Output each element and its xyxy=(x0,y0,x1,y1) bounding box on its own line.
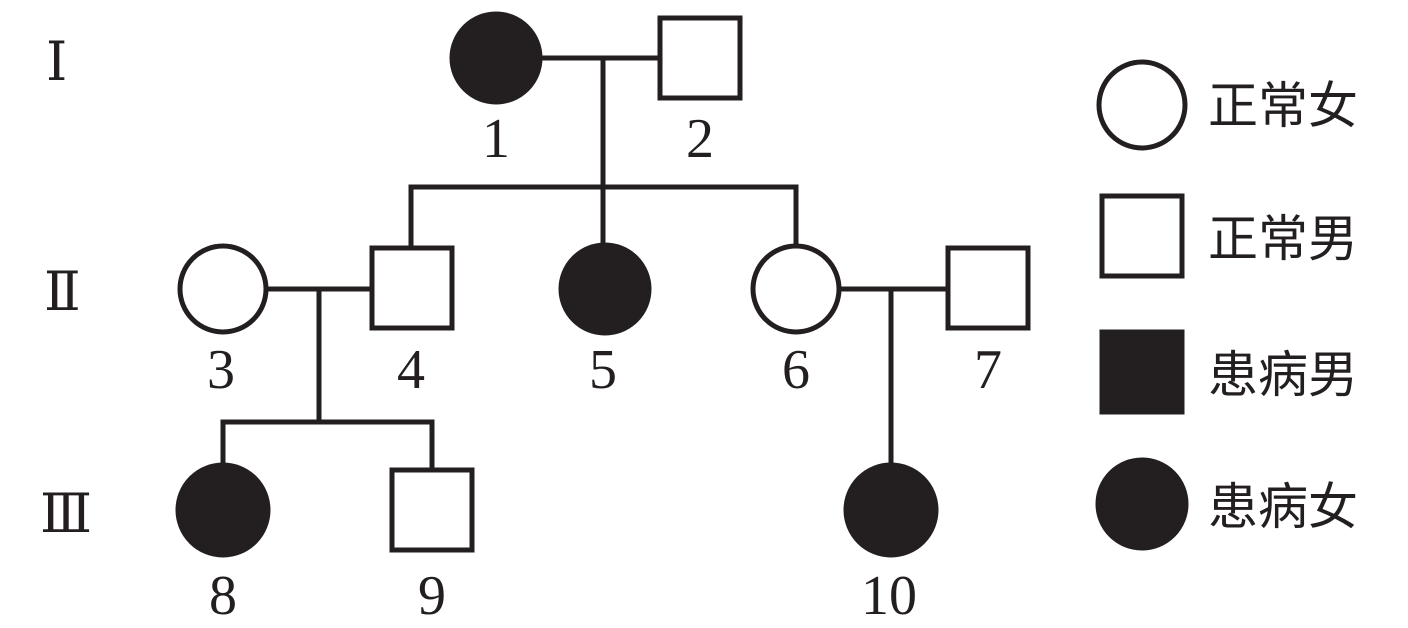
individual-number-8: 8 xyxy=(209,565,237,627)
individual-number-6: 6 xyxy=(782,339,810,401)
individual-numbers: 1 2 3 4 5 6 7 8 9 10 xyxy=(207,108,1002,627)
legend-label-normal-male: 正常男 xyxy=(1208,210,1358,268)
legend-item-affected-female: 患病女 xyxy=(1095,457,1358,551)
individuals xyxy=(175,11,1031,558)
legend-label-affected-female: 患病女 xyxy=(1208,478,1358,536)
individual-8-affected-female xyxy=(175,462,271,558)
generation-label-2: Ⅱ xyxy=(44,260,81,323)
legend-label-normal-female: 正常女 xyxy=(1208,77,1358,135)
individual-4-normal-male xyxy=(369,245,455,331)
legend-item-normal-male: 正常男 xyxy=(1099,193,1358,279)
individual-2-normal-male xyxy=(657,15,743,101)
legend-filled-circle-icon xyxy=(1095,457,1189,551)
individual-1-affected-female xyxy=(449,11,543,105)
generation-label-1: Ⅰ xyxy=(46,30,67,93)
individual-number-2: 2 xyxy=(686,108,714,170)
legend-item-normal-female: 正常女 xyxy=(1096,59,1358,151)
individual-9-normal-male xyxy=(389,467,475,553)
individual-6-normal-female xyxy=(750,243,842,335)
individual-number-1: 1 xyxy=(482,108,510,170)
generation-label-3: Ⅲ xyxy=(40,482,92,545)
legend-item-affected-male: 患病男 xyxy=(1099,329,1358,415)
legend-filled-square-icon xyxy=(1099,329,1185,415)
pedigree-lines xyxy=(220,55,951,473)
legend-open-square-icon xyxy=(1099,193,1185,279)
individual-number-5: 5 xyxy=(589,339,617,401)
individual-number-10: 10 xyxy=(861,565,917,627)
legend-open-circle-icon xyxy=(1096,59,1188,151)
individual-number-4: 4 xyxy=(397,339,425,401)
individual-number-7: 7 xyxy=(974,339,1002,401)
legend-label-affected-male: 患病男 xyxy=(1208,346,1358,404)
individual-3-normal-female xyxy=(177,243,269,335)
legend: 正常女 正常男 患病男 患病女 xyxy=(1095,59,1358,551)
individual-10-affected-female xyxy=(843,462,939,558)
individual-5-affected-female xyxy=(558,242,652,336)
individual-7-normal-male xyxy=(945,245,1031,331)
individual-number-9: 9 xyxy=(418,565,446,627)
individual-number-3: 3 xyxy=(207,339,235,401)
